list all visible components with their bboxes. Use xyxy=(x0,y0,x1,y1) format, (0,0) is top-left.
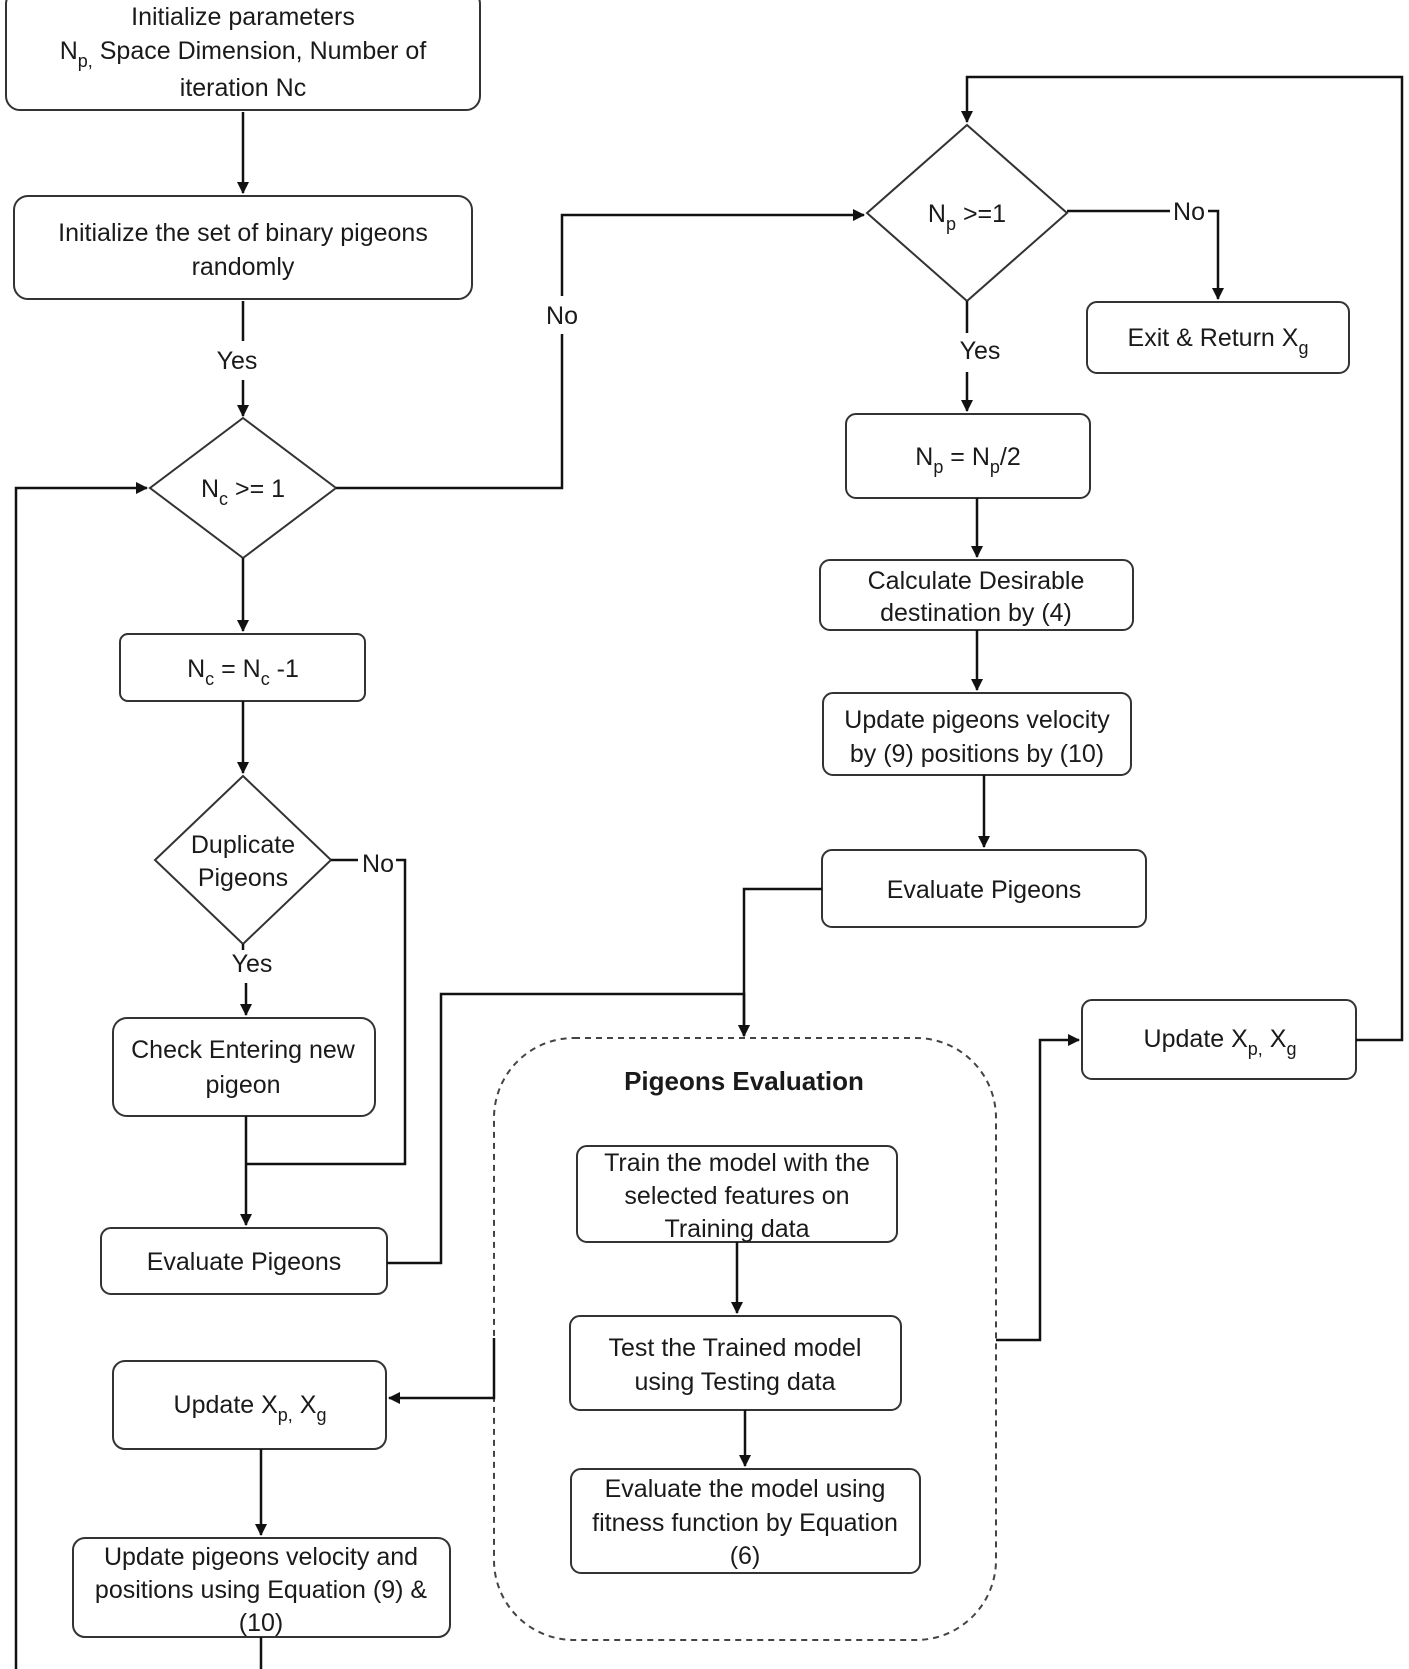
check-entering-line2: pigeon xyxy=(205,1071,280,1099)
test-model-node: Test the Trained model using Testing dat… xyxy=(569,1315,902,1411)
train-line1: Train the model with the xyxy=(604,1149,870,1177)
label-init-yes: Yes xyxy=(217,347,258,375)
test-line1: Test the Trained model xyxy=(609,1334,862,1362)
check-entering-node: Check Entering new pigeon xyxy=(112,1017,376,1117)
desirable-dest-line2: destination by (4) xyxy=(880,599,1072,627)
init-params-line2: Np, Space Dimension, Number of xyxy=(60,37,427,71)
test-line2: using Testing data xyxy=(634,1368,835,1396)
init-params-line1: Initialize parameters xyxy=(131,3,355,31)
exit-return-node: Exit & Return Xg xyxy=(1086,301,1350,374)
train-line3: Training data xyxy=(665,1215,810,1243)
edge-duplicate-yes-to-check xyxy=(243,944,246,1015)
update-velocity-left-node: Update pigeons velocity and positions us… xyxy=(72,1537,451,1638)
edge-group-to-update-left xyxy=(388,1338,496,1404)
edge-np-no-to-exit xyxy=(1067,209,1218,299)
update-right-node: Update Xp, Xg xyxy=(1081,999,1357,1080)
group-title: Pigeons Evaluation xyxy=(624,1066,864,1096)
update-velocity-right-node: Update pigeons velocity by (9) positions… xyxy=(822,692,1132,776)
train-line2: selected features on xyxy=(624,1182,849,1210)
eval-model-line1: Evaluate the model using xyxy=(605,1475,886,1503)
init-params-line3: iteration Nc xyxy=(180,74,306,102)
nc-check-diamond: Nc >= 1 xyxy=(148,416,338,560)
duplicate-line2: Pigeons xyxy=(198,864,288,892)
desirable-dest-node: Calculate Desirable destination by (4) xyxy=(819,559,1134,631)
update-velocity-left-line3: (10) xyxy=(239,1609,283,1637)
evaluate-model-node: Evaluate the model using fitness functio… xyxy=(570,1468,921,1574)
edge-evaluate-right-to-group xyxy=(738,887,822,1037)
update-velocity-right-line1: Update pigeons velocity xyxy=(844,706,1110,734)
nc-check-label: Nc >= 1 xyxy=(201,475,285,509)
edge-update-right-loop-to-np xyxy=(961,75,1404,1042)
np-check-diamond: Np >=1 xyxy=(865,123,1069,303)
evaluate-left-label: Evaluate Pigeons xyxy=(147,1248,342,1276)
train-model-node: Train the model with the selected featur… xyxy=(576,1145,898,1243)
label-duplicate-no: No xyxy=(362,850,394,878)
update-left-label: Update Xp, Xg xyxy=(174,1391,327,1425)
duplicate-check-diamond: Duplicate Pigeons xyxy=(153,774,333,946)
update-velocity-left-line1: Update pigeons velocity and xyxy=(104,1543,418,1571)
init-params-node: Initialize parameters Np, Space Dimensio… xyxy=(5,0,481,111)
pigeons-evaluation-group: Pigeons Evaluation xyxy=(493,1037,997,1641)
eval-model-line3: (6) xyxy=(730,1542,761,1570)
np-halve-node: Np = Np/2 xyxy=(845,413,1091,499)
nc-decrement-label: Nc = Nc -1 xyxy=(187,655,299,689)
eval-model-line2: fitness function by Equation xyxy=(592,1509,898,1537)
init-pigeons-line2: randomly xyxy=(192,253,295,281)
update-left-node: Update Xp, Xg xyxy=(112,1360,387,1450)
duplicate-line1: Duplicate xyxy=(191,831,295,859)
desirable-dest-line1: Calculate Desirable xyxy=(868,567,1085,595)
edge-nc-no-to-np xyxy=(336,215,864,490)
np-halve-label: Np = Np/2 xyxy=(915,443,1021,477)
nc-decrement-node: Nc = Nc -1 xyxy=(119,633,366,702)
label-np-yes: Yes xyxy=(960,337,1001,365)
init-pigeons-line1: Initialize the set of binary pigeons xyxy=(58,219,428,247)
evaluate-left-node: Evaluate Pigeons xyxy=(100,1227,388,1295)
label-duplicate-yes: Yes xyxy=(232,950,273,978)
edge-loop-back-to-nc xyxy=(14,488,263,1669)
update-right-label: Update Xp, Xg xyxy=(1144,1025,1297,1059)
init-pigeons-node: Initialize the set of binary pigeons ran… xyxy=(13,195,473,300)
check-entering-line1: Check Entering new xyxy=(131,1036,356,1064)
label-nc-no: No xyxy=(546,302,578,330)
edge-duplicate-no-to-evaluate xyxy=(246,858,407,1166)
exit-return-label: Exit & Return Xg xyxy=(1128,324,1309,358)
update-velocity-left-line2: positions using Equation (9) & xyxy=(95,1576,427,1604)
label-np-no: No xyxy=(1173,198,1205,226)
evaluate-right-node: Evaluate Pigeons xyxy=(821,849,1147,928)
np-check-label: Np >=1 xyxy=(928,200,1006,234)
evaluate-right-label: Evaluate Pigeons xyxy=(887,876,1082,904)
update-velocity-right-line2: by (9) positions by (10) xyxy=(850,740,1104,768)
edge-group-to-update-right xyxy=(996,1034,1080,1342)
